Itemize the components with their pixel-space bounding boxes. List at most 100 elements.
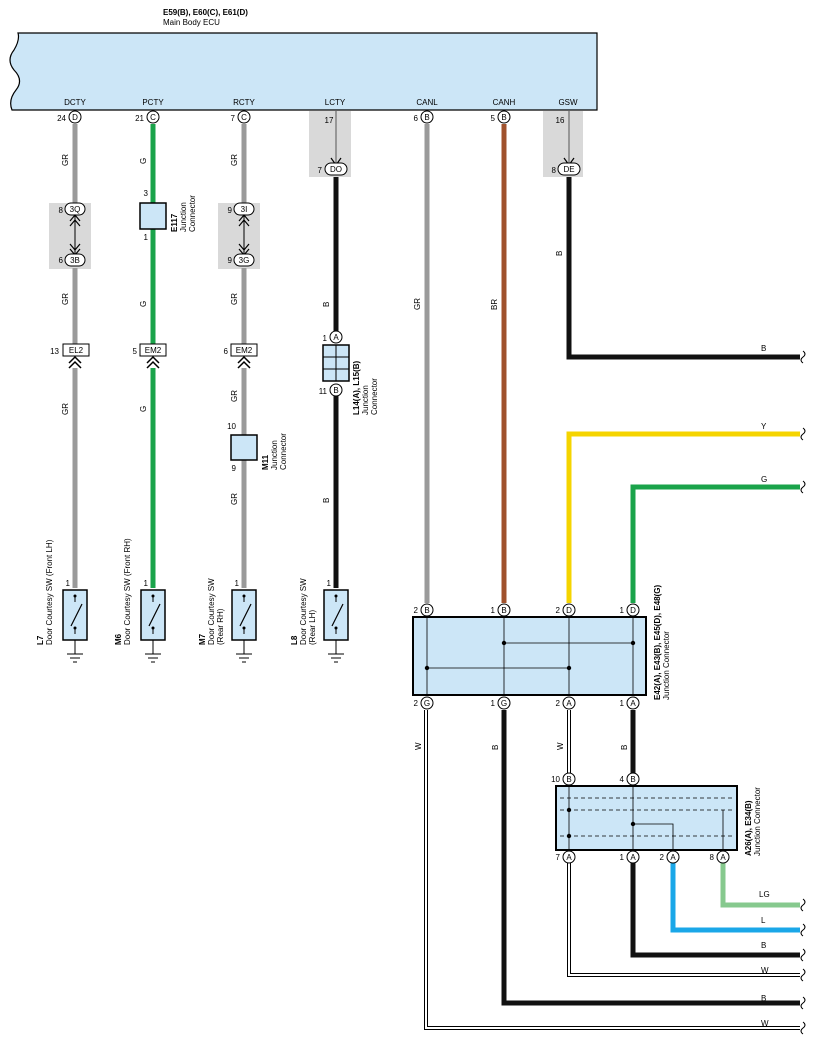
wire-labels-vertical: GR GR GR G G G GR GR GR GR B B GR BR B W… bbox=[61, 154, 629, 750]
svg-text:E117: E117 bbox=[170, 213, 179, 232]
svg-text:GR: GR bbox=[61, 154, 70, 166]
switch-l8: 1 L8 Door Courtesy SW (Rear LH) bbox=[290, 578, 349, 663]
svg-text:B: B bbox=[501, 606, 506, 615]
svg-text:Junction: Junction bbox=[179, 202, 188, 232]
svg-text:B: B bbox=[761, 941, 766, 950]
ecu-name: Main Body ECU bbox=[163, 18, 220, 27]
svg-text:A: A bbox=[630, 853, 636, 862]
svg-text:Door Courtesy SW: Door Courtesy SW bbox=[207, 578, 216, 645]
svg-text:Door Courtesy SW (Front LH): Door Courtesy SW (Front LH) bbox=[45, 539, 54, 645]
svg-text:6: 6 bbox=[414, 114, 419, 123]
switch-m6: 1 M6 Door Courtesy SW (Front RH) bbox=[114, 538, 166, 663]
svg-text:3: 3 bbox=[144, 189, 149, 198]
svg-text:5: 5 bbox=[491, 114, 496, 123]
svg-text:B: B bbox=[620, 745, 629, 750]
svg-text:GR: GR bbox=[230, 390, 239, 402]
wire-labels-horizontal: B Y G LG L B W B W bbox=[759, 344, 770, 1028]
svg-text:10: 10 bbox=[551, 775, 560, 784]
svg-text:16: 16 bbox=[556, 116, 565, 125]
svg-text:24: 24 bbox=[57, 114, 66, 123]
svg-text:W: W bbox=[761, 1019, 769, 1028]
break-7 bbox=[800, 968, 806, 982]
svg-text:21: 21 bbox=[135, 114, 144, 123]
svg-text:6: 6 bbox=[224, 347, 229, 356]
svg-text:11: 11 bbox=[319, 387, 328, 396]
svg-text:1: 1 bbox=[327, 579, 332, 588]
svg-text:L7: L7 bbox=[36, 635, 45, 645]
svg-text:1: 1 bbox=[491, 606, 496, 615]
svg-text:DE: DE bbox=[563, 165, 574, 174]
jc2-junction-connector: 10 B 4 B 7 A 1 A 2 A 8 A A26(A), E34(B) … bbox=[551, 772, 762, 864]
svg-text:7: 7 bbox=[231, 114, 236, 123]
svg-text:Junction: Junction bbox=[361, 385, 370, 415]
svg-text:B: B bbox=[424, 606, 429, 615]
svg-text:3B: 3B bbox=[70, 256, 80, 265]
svg-text:Connector: Connector bbox=[370, 378, 379, 415]
svg-text:D: D bbox=[72, 113, 78, 122]
svg-text:G: G bbox=[761, 475, 767, 484]
svg-text:17: 17 bbox=[325, 116, 334, 125]
svg-text:Door Courtesy SW (Front RH): Door Courtesy SW (Front RH) bbox=[123, 538, 132, 645]
svg-text:A: A bbox=[630, 699, 636, 708]
svg-text:9: 9 bbox=[232, 464, 237, 473]
svg-text:(Rear LH): (Rear LH) bbox=[308, 610, 317, 645]
break-2 bbox=[800, 427, 806, 441]
svg-text:Junction: Junction bbox=[270, 440, 279, 470]
svg-text:B: B bbox=[761, 994, 766, 1003]
svg-text:A26(A), E34(B): A26(A), E34(B) bbox=[744, 800, 753, 856]
svg-text:Junction Connector: Junction Connector bbox=[662, 631, 671, 700]
svg-text:Connector: Connector bbox=[279, 433, 288, 470]
terminal-rcty: RCTY bbox=[233, 98, 255, 107]
svg-text:2: 2 bbox=[556, 699, 561, 708]
svg-text:8: 8 bbox=[710, 853, 715, 862]
svg-text:3I: 3I bbox=[241, 205, 248, 214]
svg-text:1: 1 bbox=[620, 853, 625, 862]
svg-text:C: C bbox=[150, 113, 156, 122]
break-3 bbox=[800, 480, 806, 494]
wire-gsw bbox=[566, 177, 800, 360]
svg-text:9: 9 bbox=[228, 256, 233, 265]
svg-text:B: B bbox=[322, 302, 331, 307]
svg-text:E42(A), E43(B), E45(D), E48(G): E42(A), E43(B), E45(D), E48(G) bbox=[653, 585, 662, 700]
svg-text:8: 8 bbox=[59, 206, 64, 215]
svg-text:GR: GR bbox=[230, 293, 239, 305]
break-4 bbox=[800, 898, 806, 912]
svg-text:B: B bbox=[555, 251, 564, 256]
connector-de: 8 DE bbox=[552, 157, 581, 176]
svg-text:L: L bbox=[761, 916, 766, 925]
svg-text:4: 4 bbox=[620, 775, 625, 784]
svg-text:B: B bbox=[333, 386, 338, 395]
break-9 bbox=[800, 1021, 806, 1035]
svg-text:8: 8 bbox=[552, 166, 557, 175]
break-8 bbox=[800, 996, 806, 1010]
svg-text:2: 2 bbox=[414, 699, 419, 708]
svg-text:GR: GR bbox=[413, 298, 422, 310]
l14-junction-connector: 1 A 11 B L14(A), L15(B) Junction Connect… bbox=[319, 330, 379, 415]
break-6 bbox=[800, 948, 806, 962]
terminal-canl: CANL bbox=[416, 98, 438, 107]
svg-text:A: A bbox=[566, 853, 572, 862]
svg-text:B: B bbox=[566, 775, 571, 784]
svg-text:BR: BR bbox=[490, 299, 499, 310]
svg-text:Door Courtesy SW: Door Courtesy SW bbox=[299, 578, 308, 645]
svg-text:DO: DO bbox=[330, 165, 342, 174]
svg-text:A: A bbox=[566, 699, 572, 708]
svg-text:(Rear RH): (Rear RH) bbox=[216, 608, 225, 645]
wire-w-3 bbox=[568, 863, 800, 976]
wire-b-bottom bbox=[501, 710, 800, 1006]
svg-text:GR: GR bbox=[61, 403, 70, 415]
svg-text:13: 13 bbox=[50, 347, 59, 356]
svg-text:7: 7 bbox=[318, 166, 323, 175]
switch-m7: 1 M7 Door Courtesy SW (Rear RH) bbox=[198, 578, 257, 663]
svg-text:G: G bbox=[139, 158, 148, 164]
svg-text:B: B bbox=[424, 113, 429, 122]
svg-text:1: 1 bbox=[235, 579, 240, 588]
svg-text:B: B bbox=[630, 775, 635, 784]
m11-junction-connector: 10 9 M11 Junction Connector bbox=[227, 422, 288, 473]
svg-text:G: G bbox=[139, 301, 148, 307]
svg-text:W: W bbox=[414, 742, 423, 750]
svg-text:EM2: EM2 bbox=[236, 346, 253, 355]
connector-3q-3b: 8 3Q 6 3B bbox=[59, 202, 86, 267]
svg-text:M7: M7 bbox=[198, 633, 207, 645]
